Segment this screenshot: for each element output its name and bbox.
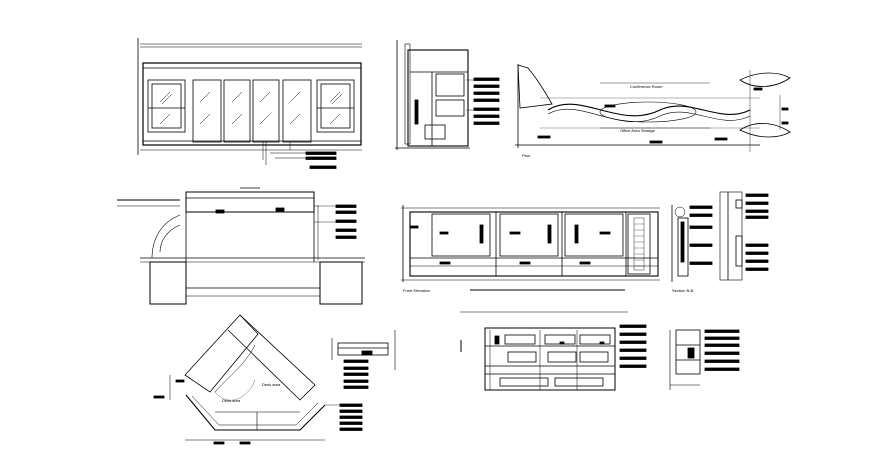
plan-corner-reception <box>153 314 363 445</box>
section-desk-detail <box>669 329 740 390</box>
label-office-area-storage: Office Area Storage <box>620 128 656 133</box>
section-small-counter <box>331 330 396 389</box>
elevation-reception-desk <box>460 311 647 391</box>
elevation-cabinet-wall <box>137 38 362 169</box>
label-desk-area-2: Desk area <box>262 382 281 387</box>
section-counter <box>117 187 365 305</box>
label-section-b: Section B-B <box>672 288 693 293</box>
section-detail-side <box>671 191 769 282</box>
label-front-elevation: Front Elevation <box>403 288 430 293</box>
label-plan: Plan <box>522 153 530 158</box>
section-cabinet-side <box>395 40 500 150</box>
plan-curved-desk <box>515 64 791 152</box>
label-desk-area-1: Desk area <box>222 398 241 403</box>
front-elevation-cabinets <box>401 205 660 291</box>
label-conference-room: Conference Room <box>630 84 663 89</box>
